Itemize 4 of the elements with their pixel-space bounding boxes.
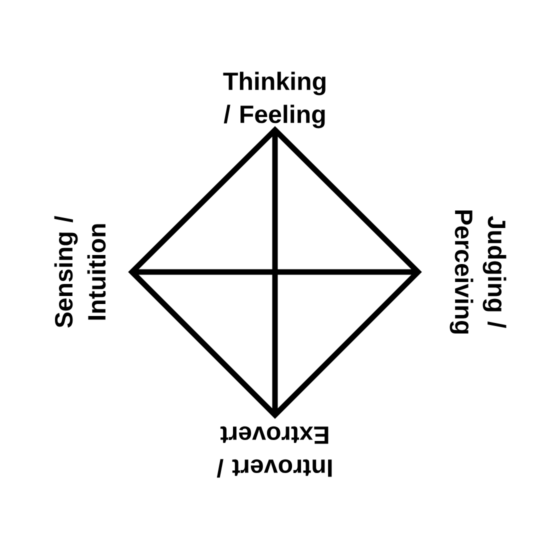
axis-label: Introvert / Extrovert bbox=[216, 426, 332, 478]
axis-label: Thinking / Feeling bbox=[223, 72, 326, 128]
axis-label: Sensing / Intuition bbox=[54, 216, 106, 328]
axis-label: Judging / Perceiving bbox=[450, 210, 506, 334]
